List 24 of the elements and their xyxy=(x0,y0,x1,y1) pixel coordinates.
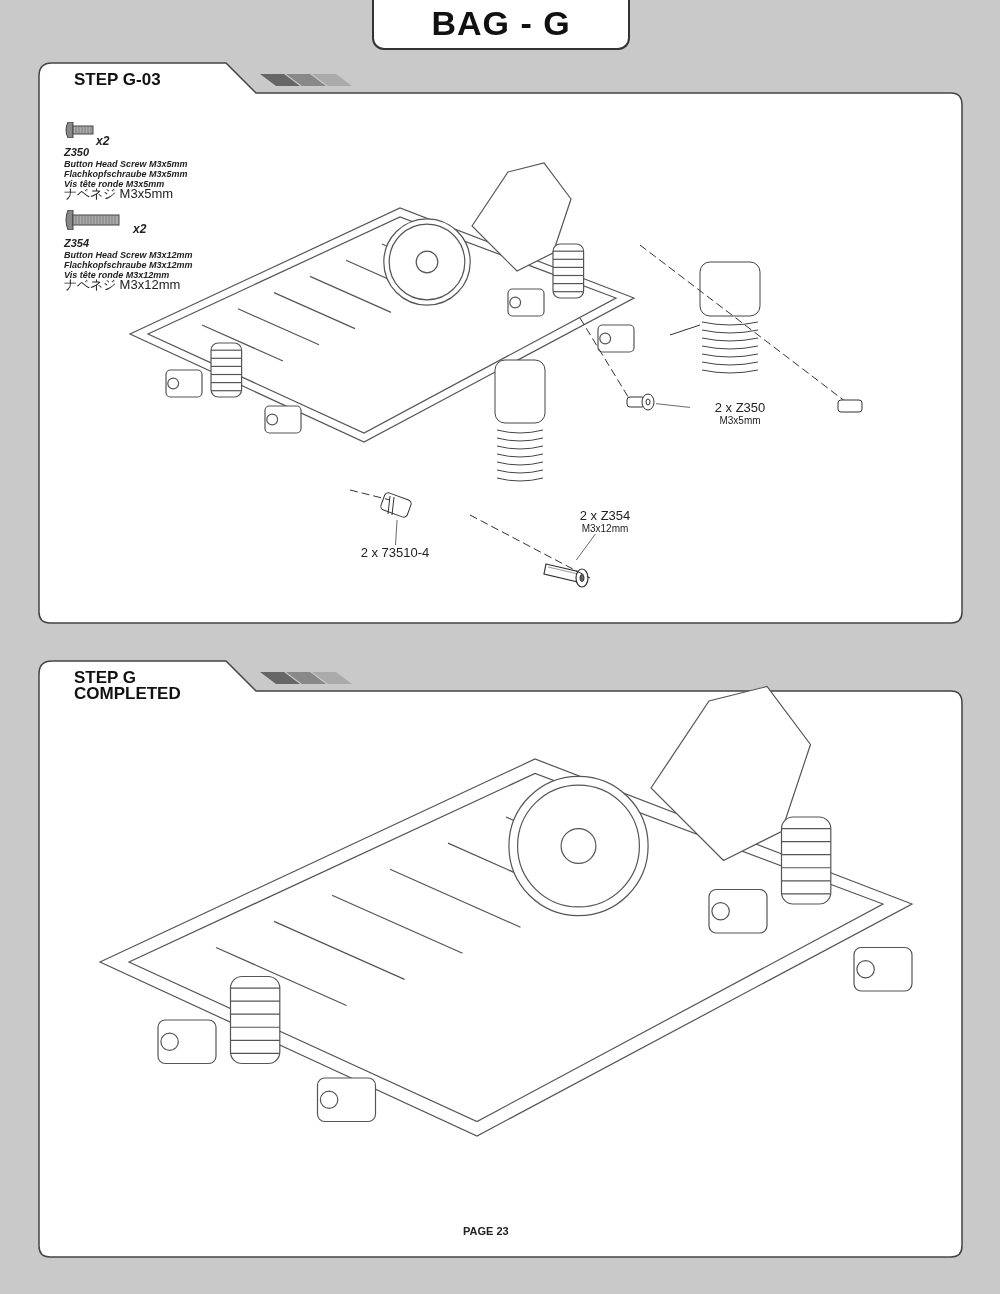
part-description: Flachkopfschraube M3x12mm xyxy=(64,260,193,270)
part-description: Button Head Screw M3x5mm xyxy=(64,159,188,169)
part-description: Button Head Screw M3x12mm xyxy=(64,250,193,260)
part-description: ナベネジ M3x12mm xyxy=(64,278,181,292)
part-description: Vis tête ronde M3x5mm xyxy=(64,179,165,189)
step-heading: STEP G-03 xyxy=(74,72,162,88)
part-description: Vis tête ronde M3x12mm xyxy=(64,270,170,280)
quantity: x2 xyxy=(133,224,147,234)
leader-line xyxy=(575,533,596,561)
leader-line xyxy=(395,519,398,546)
part-size: M3x12mm xyxy=(580,523,630,534)
part-quantity: 2 x Z354 xyxy=(578,508,632,523)
part-description: ナベネジ M3x5mm xyxy=(64,187,174,201)
part-description: Flachkopfschraube M3x5mm xyxy=(64,169,188,179)
part-code: Z350 xyxy=(64,147,90,157)
quantity: x2 xyxy=(96,136,110,146)
part-quantity: 2 x Z350 xyxy=(713,400,767,415)
part-quantity: 2 x 73510-4 xyxy=(359,545,431,560)
part-size: M3x5mm xyxy=(718,415,762,426)
page-title: BAG - G xyxy=(372,0,630,50)
leader-line xyxy=(655,403,691,408)
page-number: PAGE 23 xyxy=(463,1226,509,1236)
part-code: Z354 xyxy=(64,238,90,248)
step-heading: STEP G COMPLETED xyxy=(74,670,182,702)
